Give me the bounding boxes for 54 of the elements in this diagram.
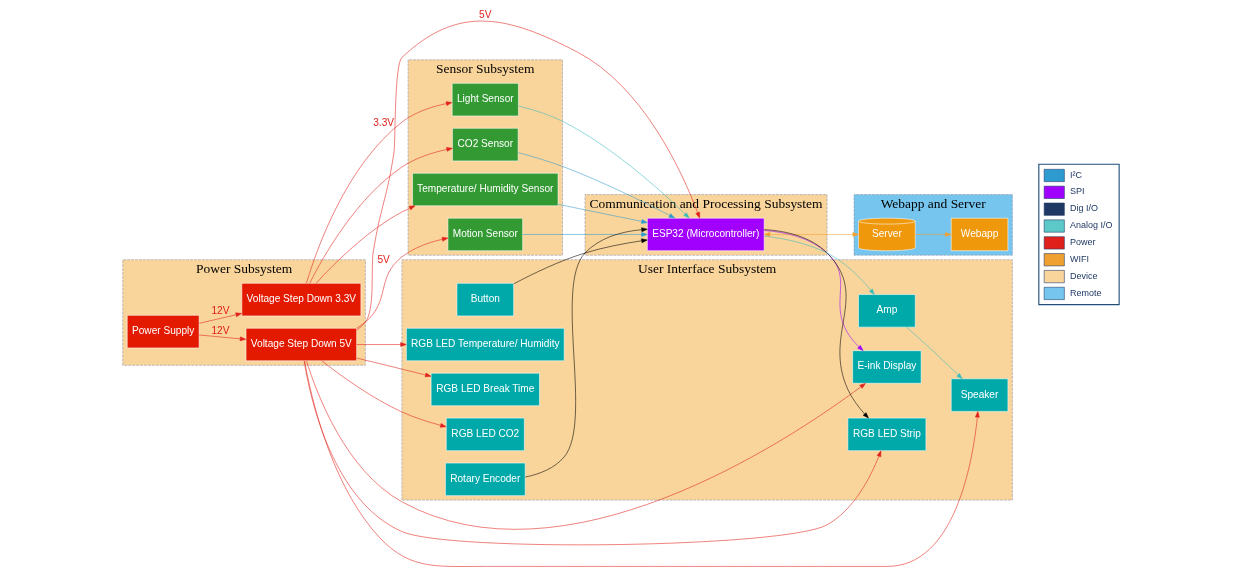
arrow [557, 204, 648, 224]
arrow [356, 357, 432, 378]
legend-label: WIFI [1069, 253, 1089, 264]
arrow [321, 360, 447, 428]
arrow [764, 230, 864, 351]
arrow [356, 342, 407, 347]
edge-label: 3.3V [373, 117, 395, 129]
node-box: RGB LED CO2 [446, 417, 525, 451]
arrow [915, 232, 952, 237]
arrow [518, 105, 690, 219]
node-box: Voltage Step Down 5V [245, 327, 357, 362]
arrow [198, 334, 247, 342]
node-box: RGB LED Break Time [430, 372, 540, 407]
edge-label: 12V [211, 324, 230, 336]
arrow [522, 232, 648, 237]
node-box: RGB LED Strip [847, 417, 927, 451]
node-box: Amp [858, 294, 916, 328]
arrow [309, 147, 453, 284]
arrow [306, 101, 453, 284]
arrow [304, 360, 980, 567]
node-box: Button [456, 283, 514, 317]
arrow [906, 326, 963, 380]
legend-label: Analog I/O [1069, 220, 1113, 231]
node-box: CO2 Sensor [452, 128, 519, 162]
arrow [525, 227, 648, 478]
arrow [513, 238, 648, 285]
node-box: Temperature/ Humidity Sensor [412, 172, 559, 207]
node-box: E-ink Display [852, 350, 922, 384]
edge-label: 5V [377, 253, 390, 265]
legend-label: SPI [1069, 186, 1085, 197]
edge-label: 12V [211, 304, 230, 316]
node-box: Rotary Encoder [445, 462, 526, 496]
node-box: RGB LED Temperature/ Humidity [406, 327, 565, 362]
legend-label: Remote [1069, 287, 1102, 298]
arrow [356, 237, 449, 329]
legend-label: Device [1069, 270, 1098, 281]
node-box: ESP32 (Microcontroller) [647, 217, 765, 251]
edge-label: 5V [479, 9, 492, 21]
arrow [763, 229, 869, 419]
legend-label: Dig I/O [1069, 203, 1098, 214]
arrow [356, 20, 700, 331]
node-box: Power Supply [126, 315, 200, 349]
node-box: Voltage Step Down 3.3V [241, 283, 362, 317]
arrow [198, 312, 242, 324]
node-box: Motion Sensor [447, 217, 523, 251]
node-box: Light Sensor [451, 83, 519, 117]
arrow [764, 235, 875, 295]
legend-label: I²C [1069, 169, 1082, 180]
arrow [764, 232, 859, 237]
arrow [518, 152, 676, 219]
node-box: Speaker [950, 378, 1009, 412]
node-box: Webapp [950, 217, 1009, 251]
arrow [315, 205, 416, 284]
legend-label: Power [1069, 237, 1096, 248]
